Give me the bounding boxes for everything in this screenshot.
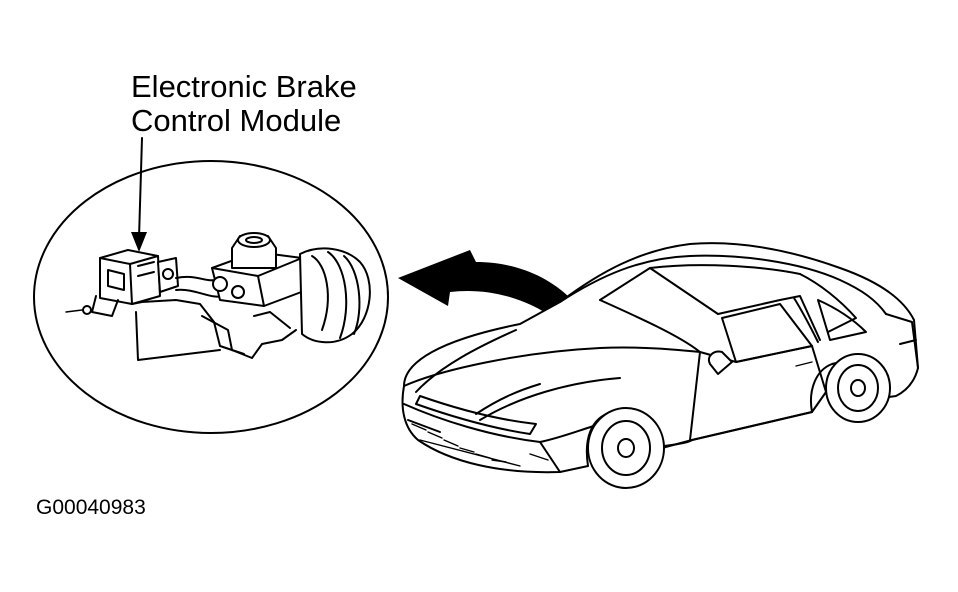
vehicle-illustration (401, 242, 919, 489)
brake-module-illustration (65, 232, 371, 361)
figure-id: G00040983 (36, 496, 146, 519)
location-arrow-icon (398, 250, 604, 360)
callout-label-line-1: Electronic Brake (131, 69, 357, 104)
detail-ellipse (33, 160, 389, 434)
callout-pointer (131, 137, 147, 252)
callout-label-line-2: Control Module (131, 103, 342, 138)
